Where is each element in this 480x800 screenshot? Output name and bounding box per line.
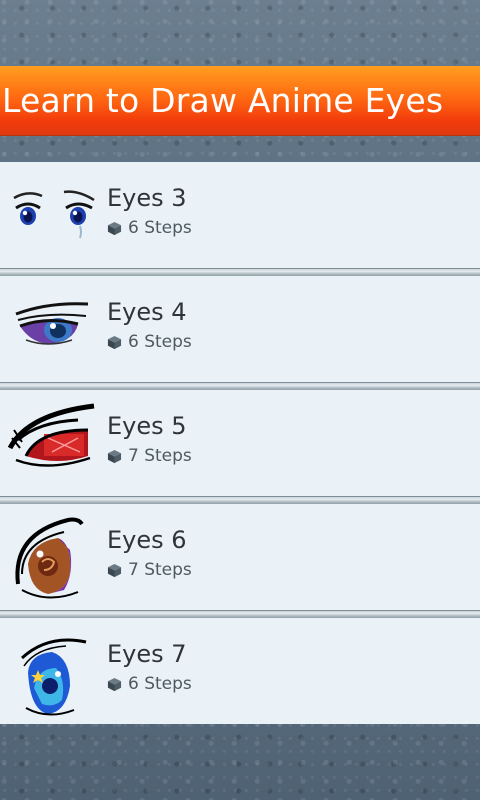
list-item[interactable]: Eyes 4 6 Steps	[0, 276, 480, 382]
cube-icon	[107, 221, 122, 235]
list-item-text: Eyes 7 6 Steps	[107, 640, 192, 694]
eyes-7-thumbnail	[20, 638, 87, 716]
eyes-5-thumbnail	[8, 403, 95, 467]
step-count: 6 Steps	[128, 332, 192, 352]
list-item-text: Eyes 6 7 Steps	[107, 526, 192, 580]
item-title: Eyes 4	[107, 298, 187, 326]
divider	[0, 496, 480, 504]
item-steps-row: 6 Steps	[107, 332, 192, 352]
list-item[interactable]: Eyes 7 6 Steps	[0, 618, 480, 724]
list-item-text: Eyes 5 7 Steps	[107, 412, 192, 466]
step-count: 7 Steps	[128, 446, 192, 466]
list-item[interactable]: Eyes 5 7 Steps	[0, 390, 480, 496]
divider	[0, 382, 480, 390]
cube-icon	[107, 335, 122, 349]
item-steps-row: 6 Steps	[107, 674, 192, 694]
list-item[interactable]: Eyes 6 7 Steps	[0, 504, 480, 610]
eyes-list: Eyes 3 6 Steps Eyes 4	[0, 162, 480, 724]
eyes-4-thumbnail	[15, 302, 89, 345]
item-title: Eyes 6	[107, 526, 187, 554]
background-texture	[0, 0, 480, 66]
item-steps-row: 6 Steps	[107, 218, 192, 238]
cube-icon	[107, 563, 122, 577]
page-title: Learn to Draw Anime Eyes	[2, 81, 444, 120]
item-steps-row: 7 Steps	[107, 560, 192, 580]
step-count: 6 Steps	[128, 218, 192, 238]
item-title: Eyes 5	[107, 412, 187, 440]
list-item-text: Eyes 4 6 Steps	[107, 298, 192, 352]
list-item-text: Eyes 3 6 Steps	[107, 184, 192, 238]
eyes-3-thumbnail	[13, 190, 95, 239]
item-title: Eyes 3	[107, 184, 187, 212]
eyes-6-thumbnail	[15, 517, 84, 599]
item-title: Eyes 7	[107, 640, 187, 668]
divider	[0, 268, 480, 276]
cube-icon	[107, 449, 122, 463]
list-item[interactable]: Eyes 3 6 Steps	[0, 162, 480, 268]
app-header: Learn to Draw Anime Eyes	[0, 66, 480, 136]
item-steps-row: 7 Steps	[107, 446, 192, 466]
step-count: 7 Steps	[128, 560, 192, 580]
divider	[0, 610, 480, 618]
cube-icon	[107, 677, 122, 691]
step-count: 6 Steps	[128, 674, 192, 694]
